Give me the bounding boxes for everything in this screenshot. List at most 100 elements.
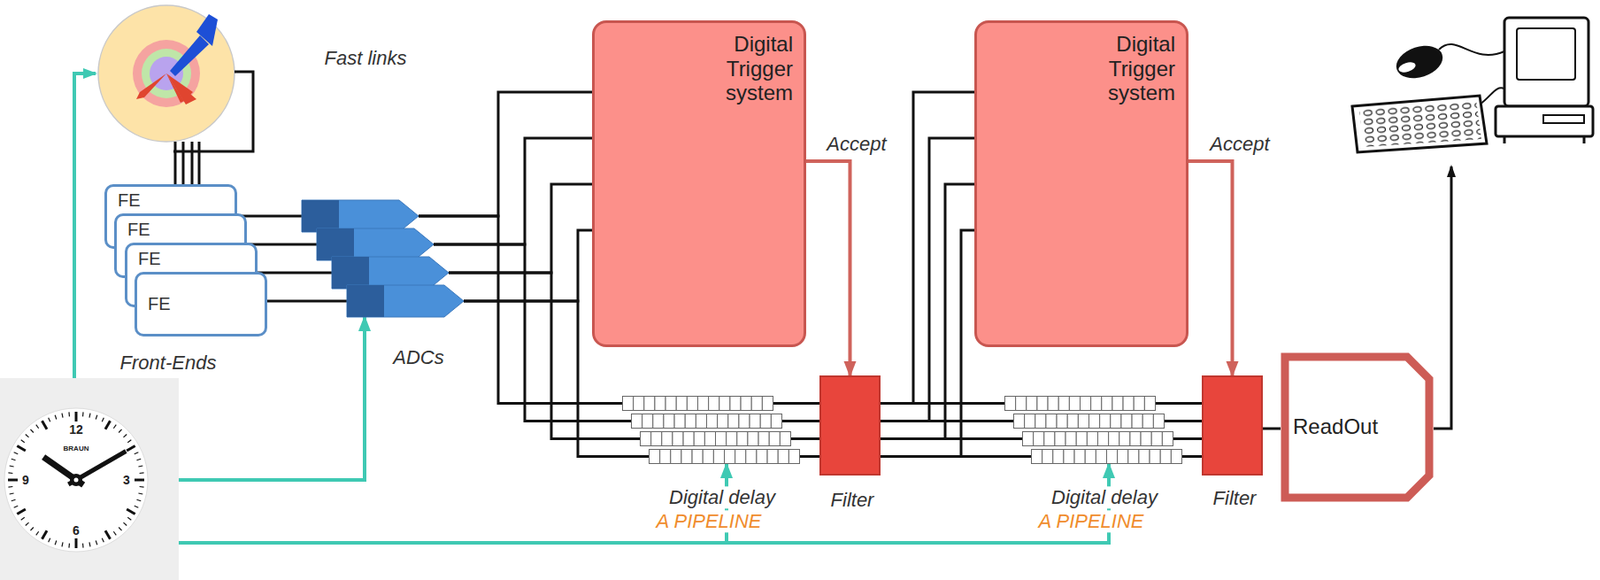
mouse	[1392, 39, 1447, 84]
node-caption: A PIPELINE	[1035, 509, 1147, 532]
node-shape	[1004, 395, 1182, 464]
node-caption: ADCs	[392, 346, 444, 369]
clock-line	[178, 463, 1109, 543]
pipeline-cell	[1035, 414, 1047, 429]
clock-tick	[82, 543, 85, 548]
adc-symbol	[301, 200, 419, 232]
clock-tick	[126, 508, 136, 515]
node-text: FE	[117, 190, 141, 211]
adc-side	[301, 200, 339, 232]
pipeline-cell	[1123, 396, 1134, 411]
clock-tick	[42, 420, 48, 430]
pipeline-cell	[1142, 414, 1154, 429]
particle-jet	[166, 73, 197, 105]
clock-tick	[82, 411, 85, 416]
clock-tick	[61, 413, 63, 418]
pipeline-cell	[1014, 414, 1025, 429]
beam-pen	[169, 35, 209, 77]
clock-tick	[123, 433, 128, 437]
pipeline-cell	[676, 396, 687, 411]
pipeline-cell	[1091, 396, 1102, 411]
pipeline-cell	[769, 431, 780, 447]
node-caption: Digital delay	[1048, 485, 1161, 508]
pipeline-cell	[1138, 449, 1150, 464]
pipeline-cell	[1042, 449, 1054, 464]
mouse-cable	[1438, 44, 1505, 55]
pipeline-cell	[1056, 414, 1068, 429]
signal-wire	[880, 92, 975, 457]
pipeline-cell	[1131, 414, 1143, 429]
pipeline-cell	[649, 449, 661, 464]
clock-tick	[134, 452, 139, 454]
clock: 12369BRAUN	[0, 377, 179, 580]
pipeline-cell	[693, 431, 705, 447]
pipeline-cell	[1080, 396, 1092, 411]
pipeline-cell	[654, 396, 666, 411]
clock-tick	[25, 522, 30, 525]
clock-tick	[134, 478, 145, 482]
detector-link	[173, 71, 254, 185]
pipeline-cell	[1076, 431, 1087, 447]
pipeline-cell	[1160, 449, 1171, 464]
clock-tick	[7, 485, 13, 488]
pipeline-cell	[1046, 414, 1057, 429]
node-shape	[622, 395, 800, 464]
pipeline-cell	[1119, 431, 1131, 447]
clock-tick	[134, 505, 139, 508]
clock-tick	[30, 429, 33, 433]
pipeline-cell	[1044, 431, 1055, 447]
pipeline-cell	[728, 414, 739, 429]
accept-arrow	[1188, 161, 1233, 376]
clock-tick	[16, 446, 26, 452]
pipeline-cell	[1053, 449, 1064, 464]
clock-tick	[75, 411, 78, 422]
clock-tick	[95, 539, 98, 545]
pipeline-cell	[746, 449, 757, 464]
clock-tick	[36, 424, 39, 429]
pipeline-cell	[1023, 431, 1034, 447]
clock-tick	[118, 429, 122, 433]
clock-tick	[95, 415, 98, 420]
keyboard-keys	[1359, 100, 1482, 147]
adc-symbol	[316, 228, 434, 261]
signal-wire	[772, 403, 820, 457]
signal-wire	[257, 271, 332, 275]
pipeline-cell	[1033, 431, 1045, 447]
clock-tick	[139, 471, 145, 474]
clock-face	[4, 407, 148, 552]
pipeline-cell	[756, 449, 768, 464]
filter-box: Filter	[1201, 375, 1263, 476]
clock-tick	[136, 499, 141, 501]
pipeline: Digital delayA PIPELINE	[1004, 395, 1182, 464]
annotation-label: Fast links	[322, 46, 410, 70]
pipeline-cell	[683, 431, 694, 447]
signal-wire	[1262, 427, 1281, 431]
clock-tick	[54, 539, 57, 545]
clock-numeral: 3	[123, 472, 131, 487]
clock-tick	[9, 465, 15, 467]
clock-tick	[138, 465, 143, 467]
pipeline-cell	[1112, 396, 1124, 411]
node-title: Digital Trigger system	[725, 31, 793, 106]
pipeline-cell	[640, 431, 652, 447]
pipeline-cell	[788, 449, 800, 464]
pipeline-cell	[724, 449, 736, 464]
pipeline-cell	[761, 396, 773, 411]
mouse-button	[1397, 60, 1417, 75]
computer	[1352, 17, 1593, 153]
signal-wire	[267, 300, 347, 303]
pipeline-cell	[1107, 449, 1118, 464]
clock-tick	[30, 527, 33, 531]
clock-tick	[113, 530, 116, 535]
pipeline-cell	[760, 414, 771, 429]
clock-tick	[139, 485, 145, 488]
accept-arrow	[806, 161, 851, 376]
pipeline-cell	[670, 449, 682, 464]
pipeline-cell	[1063, 449, 1075, 464]
pipeline-cell	[1047, 396, 1059, 411]
pipeline-cell	[735, 449, 747, 464]
clock-tick	[61, 541, 63, 547]
pipeline-cell	[1140, 431, 1152, 447]
annotation-label: Front-Ends	[117, 351, 220, 374]
clock-tick	[25, 433, 30, 437]
